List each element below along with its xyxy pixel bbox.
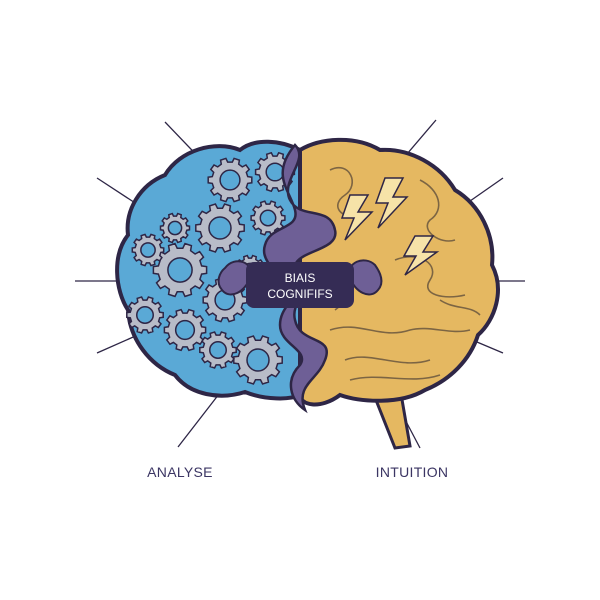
lightning-icon: [340, 194, 374, 241]
lightning-icons: [340, 177, 440, 276]
gear-hole: [140, 242, 156, 258]
gear-hole: [174, 319, 196, 341]
analyse-label: ANALYSE: [147, 464, 213, 480]
gear-hole: [167, 257, 193, 283]
ray-line: [96, 333, 141, 354]
gear-hole: [136, 306, 154, 324]
intuition-label: INTUITION: [376, 464, 449, 480]
gear-hole: [265, 162, 285, 182]
center-box: [246, 262, 354, 308]
lightning-icon: [374, 177, 409, 229]
center-label-line1: BIAIS: [285, 271, 316, 285]
gear-hole: [209, 341, 227, 359]
gear-hole: [259, 209, 277, 227]
lightning-icon: [402, 235, 440, 276]
gear-hole: [219, 169, 241, 191]
gear-hole: [167, 220, 183, 236]
center-label-line2: COGNIFIFS: [267, 287, 332, 301]
gear-hole: [246, 348, 270, 372]
analysis-hemisphere: [115, 139, 302, 401]
gear-hole: [208, 216, 232, 240]
